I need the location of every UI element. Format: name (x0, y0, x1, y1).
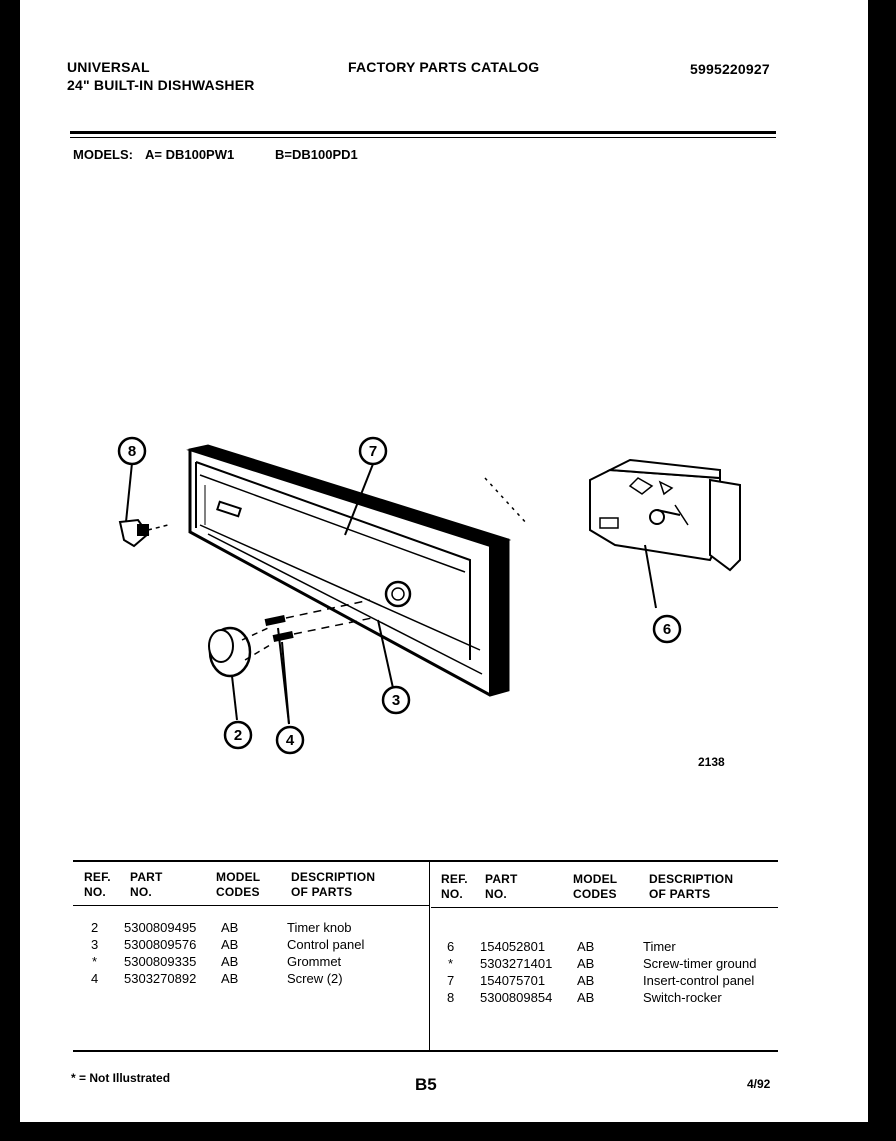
ref-no: 6 (447, 939, 455, 954)
model-codes: AB (221, 954, 239, 969)
th-model-left: MODEL CODES (216, 870, 261, 899)
part-description: Switch-rocker (643, 990, 722, 1005)
table-column-divider (429, 860, 430, 1050)
callout-3: 3 (392, 692, 400, 709)
callout-4: 4 (286, 732, 295, 749)
part-description: Timer knob (287, 920, 352, 935)
table-bottom-rule (73, 1050, 778, 1052)
th-model-right: MODEL CODES (573, 872, 618, 901)
ref-no: * (448, 956, 454, 971)
page-number: B5 (415, 1075, 437, 1094)
model-codes: AB (577, 990, 595, 1005)
part-description: Grommet (287, 954, 342, 969)
ref-no: 2 (91, 920, 99, 935)
ref-no: 8 (447, 990, 455, 1005)
ref-no: 4 (91, 971, 99, 986)
catalog-title: FACTORY PARTS CATALOG (348, 59, 540, 75)
th-ref-left: REF. NO. (84, 870, 111, 899)
part-description: Insert-control panel (643, 973, 755, 988)
exploded-diagram: 8 7 6 3 2 4 (117, 436, 741, 755)
part-no: 5300809495 (124, 920, 197, 935)
part-no: 5303271401 (480, 956, 553, 971)
table-header-rule-right (431, 907, 778, 908)
models-label: MODELS: (73, 147, 133, 162)
catalog-number: 5995220927 (690, 61, 770, 77)
callout-7: 7 (369, 443, 377, 460)
part-no: 154075701 (480, 973, 546, 988)
rocker-switch-illustration (118, 518, 169, 548)
table-top-rule (73, 860, 778, 862)
model-codes: AB (221, 920, 239, 935)
th-part-left: PART NO. (130, 870, 163, 899)
revision-date: 4/92 (747, 1077, 771, 1091)
callout-6: 6 (663, 621, 671, 638)
part-description: Timer (643, 939, 676, 954)
header-rule-thick (70, 131, 776, 134)
control-panel-illustration (186, 444, 512, 697)
table-header-rule-left (73, 905, 429, 906)
header-rule-thin (70, 137, 776, 138)
th-desc-right: DESCRIPTION OF PARTS (649, 872, 734, 901)
part-no: 154052801 (480, 939, 546, 954)
brand-name: UNIVERSAL (67, 59, 150, 75)
not-illustrated-note: * = Not Illustrated (71, 1071, 171, 1085)
callout-2: 2 (234, 727, 242, 744)
part-no: 5303270892 (124, 971, 197, 986)
model-codes: AB (577, 973, 595, 988)
ref-no: * (92, 954, 98, 969)
part-description: Control panel (287, 937, 365, 952)
callout-8: 8 (128, 443, 136, 460)
model-codes: AB (221, 971, 239, 986)
model-codes: AB (577, 939, 595, 954)
th-desc-left: DESCRIPTION OF PARTS (291, 870, 376, 899)
model-a: A= DB100PW1 (145, 147, 235, 162)
part-no: 5300809576 (124, 937, 197, 952)
part-description: Screw-timer ground (643, 956, 757, 971)
model-codes: AB (221, 937, 239, 952)
part-no: 5300809854 (480, 990, 553, 1005)
catalog-page: UNIVERSAL 24" BUILT-IN DISHWASHER FACTOR… (20, 0, 868, 1122)
part-description: Screw (2) (287, 971, 343, 986)
th-ref-right: REF. NO. (441, 872, 468, 901)
timer-illustration (589, 458, 741, 572)
timer-knob-illustration (208, 626, 271, 678)
part-no: 5300809335 (124, 954, 197, 969)
ref-no: 3 (91, 937, 99, 952)
model-codes: AB (577, 956, 595, 971)
product-name: 24" BUILT-IN DISHWASHER (67, 77, 255, 93)
figure-number: 2138 (698, 755, 725, 769)
th-part-right: PART NO. (485, 872, 518, 901)
model-b: B=DB100PD1 (275, 147, 358, 162)
ref-no: 7 (447, 973, 455, 988)
